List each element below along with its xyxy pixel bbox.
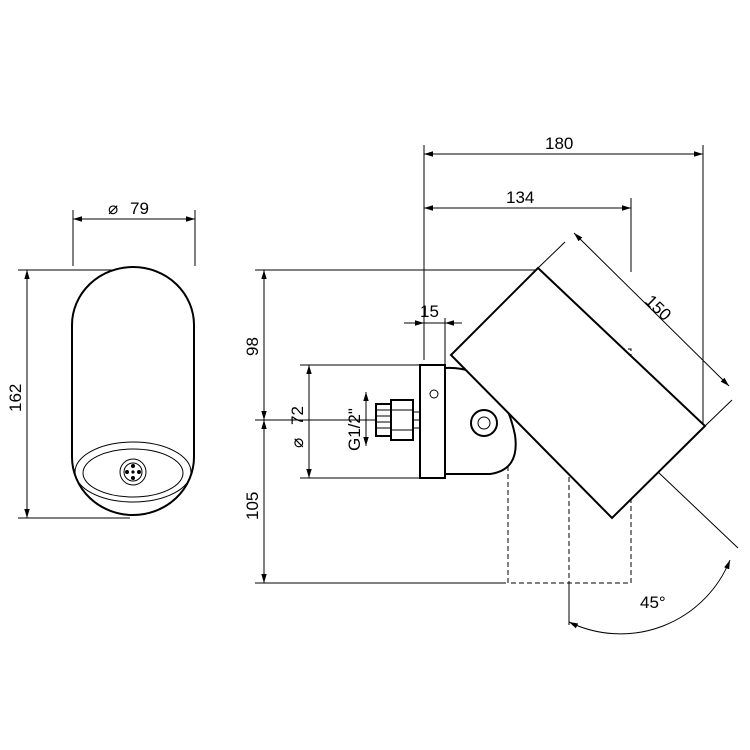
pivot-screw <box>470 409 498 437</box>
diameter-symbol-d72: ⌀ <box>288 438 307 448</box>
angle-arc <box>568 559 731 635</box>
dim-label-thread: G1/2" <box>345 408 364 451</box>
thread-connector <box>375 403 392 437</box>
hex-nut <box>390 399 414 441</box>
dim-label-134: 134 <box>506 188 534 207</box>
dim-label-d72: 72 <box>288 406 307 425</box>
ext-line-150-end <box>704 399 733 427</box>
dim-label-h162: 162 <box>6 384 25 412</box>
dim-line-150 <box>573 232 730 387</box>
nozzle-hole-left <box>125 470 129 474</box>
cylinder-body <box>71 266 195 516</box>
dim-label-150: 150 <box>641 291 675 324</box>
dim-label-d79: 79 <box>130 199 149 218</box>
ext-line-150-start <box>537 241 566 269</box>
nozzle-hole-bottom <box>131 476 135 480</box>
nozzle-icon <box>119 458 147 486</box>
flange-screw-icon <box>429 389 439 399</box>
dim-label-105: 105 <box>243 492 262 520</box>
dim-label-180: 180 <box>545 134 573 153</box>
dim-label-15: 15 <box>420 302 439 321</box>
wall-flange <box>419 364 446 479</box>
side-view: 180 134 15 98 105 ⌀ 72 G1/2" <box>243 134 739 635</box>
nozzle-hole-top <box>131 464 135 468</box>
pivot-screw-inner <box>477 416 491 430</box>
dim-label-angle: 45° <box>640 593 666 612</box>
nozzle-hole-right <box>137 470 141 474</box>
dim-label-98: 98 <box>243 337 262 356</box>
nozzle-hole-center <box>131 470 135 474</box>
outlet-face <box>74 441 192 503</box>
front-view: ⌀ 79 162 <box>6 199 196 519</box>
nozzle-inner <box>123 462 143 482</box>
angle-tilt-line <box>657 471 739 549</box>
outlet-face-inner <box>82 448 184 498</box>
diameter-symbol-d79: ⌀ <box>108 199 118 218</box>
